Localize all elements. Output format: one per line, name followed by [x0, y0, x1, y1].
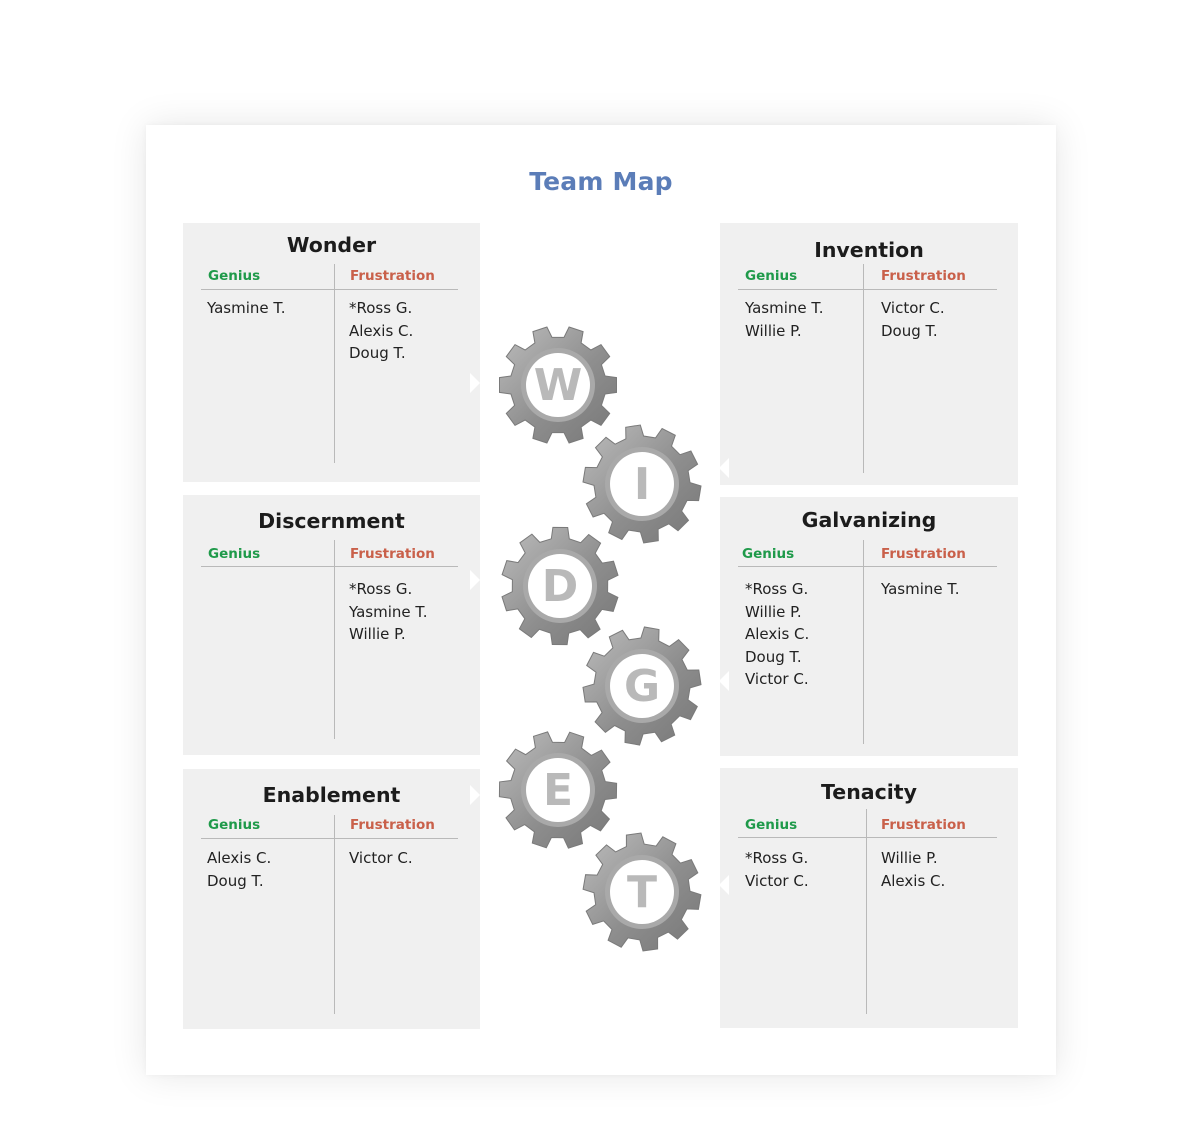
column-divider-horizontal — [201, 289, 458, 290]
list-item: Willie P. — [745, 321, 802, 340]
gear-hub — [528, 554, 592, 618]
page-title: Team Map — [529, 167, 673, 196]
genius-heading: Genius — [208, 817, 261, 833]
genius-heading: Genius — [745, 268, 798, 284]
frustration-list: *Ross G. Yasmine T. Willie P. — [349, 578, 428, 646]
column-divider-horizontal — [738, 289, 997, 290]
list-item: Yasmine T. — [881, 580, 960, 598]
column-divider-horizontal — [201, 566, 458, 567]
frustration-heading: Frustration — [350, 546, 435, 562]
frustration-list: Victor C. Doug T. — [881, 297, 945, 342]
frustration-list: Victor C. — [349, 847, 413, 870]
panel-galvanizing: Galvanizing Genius Frustration *Ross G. W… — [719, 497, 1018, 756]
list-item: Doug T. — [745, 647, 802, 666]
panel-title: Enablement — [262, 783, 401, 807]
panel-enablement: Enablement Genius Frustration Alexis C. D… — [183, 769, 480, 1029]
gear-t: T — [582, 832, 702, 952]
column-divider-vertical — [866, 809, 867, 1014]
column-divider-vertical — [334, 540, 335, 739]
list-item: Doug T. — [349, 344, 406, 362]
list-item: Victor C. — [349, 849, 413, 867]
list-item: Doug T. — [207, 871, 264, 890]
column-divider-horizontal — [738, 837, 997, 838]
gear-w: W — [499, 326, 617, 444]
genius-heading: Genius — [208, 268, 261, 284]
panel-notch — [470, 570, 480, 590]
column-divider-vertical — [863, 540, 864, 744]
gear-letter: D — [542, 561, 579, 612]
genius-heading: Genius — [742, 546, 795, 562]
panel-tenacity: Tenacity Genius Frustration *Ross G. Vict… — [719, 768, 1018, 1028]
frustration-heading: Frustration — [350, 817, 435, 833]
list-item: Victor C. — [745, 670, 809, 688]
list-item: Victor C. — [745, 871, 809, 890]
panel-notch — [470, 373, 480, 393]
gear-hub — [610, 654, 674, 718]
gear-i: I — [582, 424, 702, 544]
list-item: Alexis C. — [745, 625, 810, 643]
panel-invention: Invention Genius Frustration Yasmine T. W… — [719, 223, 1018, 485]
gear-hub — [610, 452, 674, 516]
frustration-list: Yasmine T. — [881, 578, 960, 601]
frustration-list: *Ross G. Alexis C. Doug T. — [349, 297, 413, 365]
gear-e: E — [498, 731, 618, 849]
gear-hub — [526, 758, 590, 822]
list-item: Willie P. — [745, 602, 802, 621]
gear-letter: W — [534, 360, 583, 411]
panel-notch — [719, 671, 729, 691]
gear-g: G — [582, 626, 702, 746]
gear-letter: I — [634, 459, 650, 510]
column-divider-horizontal — [738, 566, 997, 567]
panel-title: Wonder — [286, 233, 377, 257]
gear-hub — [526, 353, 590, 417]
list-item: Yasmine T. — [349, 602, 428, 621]
column-divider-horizontal — [201, 838, 458, 839]
genius-list: Yasmine T. Willie P. — [745, 297, 824, 342]
column-divider-vertical — [863, 264, 864, 473]
panel-title: Discernment — [258, 509, 405, 533]
list-item: Willie P. — [881, 849, 938, 867]
frustration-heading: Frustration — [881, 546, 966, 562]
list-item: *Ross G. — [349, 299, 413, 317]
frustration-list: Willie P. Alexis C. — [881, 847, 945, 892]
column-divider-vertical — [334, 815, 335, 1014]
gear-letter: G — [624, 661, 660, 712]
list-item: Willie P. — [349, 625, 406, 643]
panel-notch — [719, 458, 729, 478]
genius-heading: Genius — [745, 817, 798, 833]
genius-list: Alexis C. Doug T. — [207, 847, 271, 892]
gear-letter: E — [543, 765, 573, 816]
gear-letter: T — [627, 867, 657, 918]
list-item: *Ross G. — [349, 580, 413, 598]
list-item: Alexis C. — [349, 321, 414, 340]
panel-wonder: Wonder Genius Frustration Yasmine T. *Ro… — [183, 223, 480, 482]
genius-list: *Ross G. Willie P. Alexis C. Doug T. Victor … — [745, 578, 809, 691]
genius-heading: Genius — [208, 546, 261, 562]
list-item: Yasmine T. — [207, 299, 286, 317]
genius-list: Yasmine T. — [207, 297, 286, 320]
panel-discernment: Discernment Genius Frustration *Ross G. Y… — [183, 495, 480, 755]
list-item: Victor C. — [881, 299, 945, 317]
gear-hub — [610, 860, 674, 924]
team-map-card: Team Map Wonder Genius Frustration Yasmi… — [146, 125, 1056, 1075]
panel-notch — [470, 785, 480, 805]
genius-list: *Ross G. Victor C. — [745, 847, 809, 892]
frustration-heading: Frustration — [350, 268, 435, 284]
gear-d: D — [501, 526, 619, 646]
list-item: Doug T. — [881, 321, 938, 340]
list-item: *Ross G. — [745, 849, 809, 867]
list-item: Alexis C. — [881, 871, 946, 890]
column-divider-vertical — [334, 264, 335, 463]
frustration-heading: Frustration — [881, 817, 966, 833]
panel-title: Galvanizing — [801, 508, 937, 532]
list-item: Yasmine T. — [745, 299, 824, 317]
frustration-heading: Frustration — [881, 268, 966, 284]
panel-title: Tenacity — [821, 780, 917, 804]
list-item: Alexis C. — [207, 849, 272, 867]
panel-notch — [719, 875, 729, 895]
list-item: *Ross G. — [745, 580, 809, 598]
widget-gears: WI DG E T — [498, 326, 702, 952]
panel-title: Invention — [814, 238, 924, 262]
